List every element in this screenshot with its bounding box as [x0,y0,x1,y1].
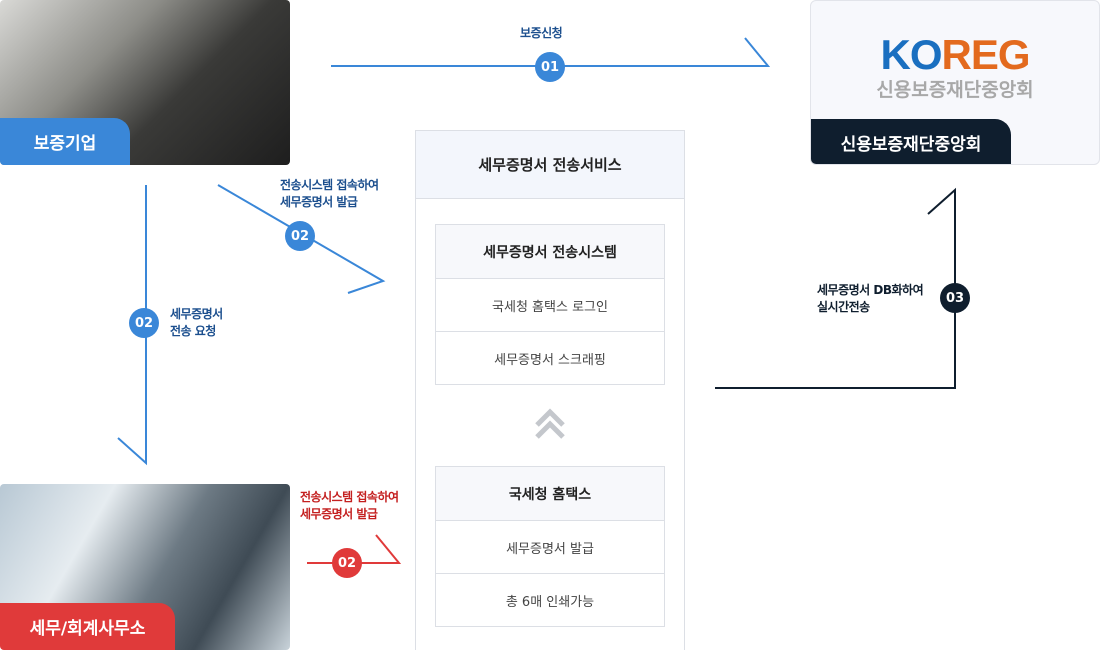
hometax-item: 총 6매 인쇄가능 [436,573,664,626]
koreg-logo: KOREG [880,31,1030,78]
arrow-01 [331,37,771,67]
hometax-box-title: 국세청 홈택스 [436,467,664,520]
label-line: 실시간전송 [817,300,870,314]
company-label: 보증기업 [0,118,130,165]
step-03-badge: 03 [940,283,970,313]
koreg-card: KOREG 신용보증재단중앙회 신용보증재단중앙회 [810,0,1100,165]
koreg-logo-subtitle: 신용보증재단중앙회 [876,79,1034,101]
label-line: 전송시스템 접속하여 [280,178,379,192]
step-02a-badge: 02 [285,221,315,251]
label-line: 전송 요청 [170,324,216,338]
hometax-item: 세무증명서 발급 [436,520,664,573]
step-02b-badge: 02 [129,308,159,338]
step-02c-badge: 02 [332,548,362,578]
office-label: 세무/회계사무소 [0,603,175,650]
label-line: 세무증명서 발급 [280,195,358,209]
label-line: 세무증명서 발급 [300,507,378,521]
system-box: 세무증명서 전송시스템 국세청 홈택스 로그인 세무증명서 스크래핑 [435,224,665,385]
step-01-badge: 01 [535,52,565,82]
arrow-02-diagonal [217,184,386,294]
system-item: 국세청 홈택스 로그인 [436,278,664,331]
label-line: 세무증명서 [170,307,223,321]
step-01-label: 보증신청 [520,26,563,40]
label-line: 세무증명서 DB화하여 [817,283,924,297]
service-panel-title: 세무증명서 전송서비스 [416,131,684,199]
arrow-02-vertical [117,185,147,466]
label-line: 전송시스템 접속하여 [300,490,399,504]
service-panel: 세무증명서 전송서비스 세무증명서 전송시스템 국세청 홈택스 로그인 세무증명… [415,130,685,650]
chevron-up-icon [535,408,565,439]
company-photo: 보증기업 [0,0,290,165]
koreg-label: 신용보증재단중앙회 [811,119,1011,164]
hometax-box: 국세청 홈택스 세무증명서 발급 총 6매 인쇄가능 [435,466,665,627]
system-box-title: 세무증명서 전송시스템 [436,225,664,278]
office-photo: 세무/회계사무소 [0,484,290,650]
system-item: 세무증명서 스크래핑 [436,331,664,384]
